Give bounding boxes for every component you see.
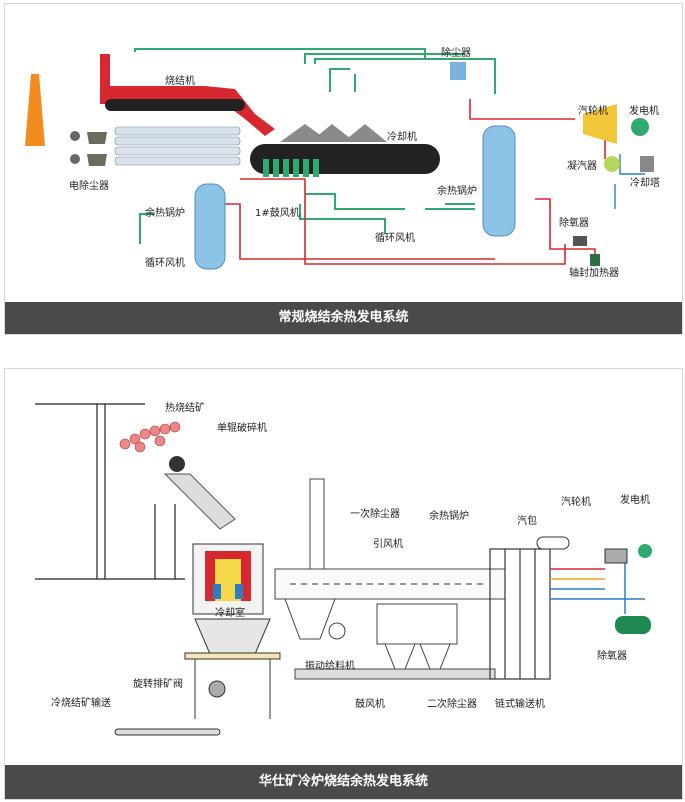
- primary-dust-cone: [284, 598, 336, 640]
- condenser: [604, 156, 620, 172]
- huashi-system-panel: 热烧结矿 单辊破碎机 一次除尘器 引风机 余热锅炉 汽包 汽轮机 发电机 冷却室…: [4, 368, 683, 800]
- waste-heat-boiler: [489, 548, 551, 680]
- crusher-roller: [169, 456, 185, 472]
- right-boiler: [482, 125, 516, 237]
- chimney: [25, 74, 45, 146]
- rotary-valve: [208, 680, 226, 698]
- green-pipes: [134, 48, 496, 244]
- electrostatic-precipitator: [70, 131, 107, 166]
- deaerator: [573, 236, 587, 246]
- label-blower: 鼓风机: [355, 697, 385, 710]
- label-waste-boiler: 余热锅炉: [429, 509, 469, 522]
- label-turbine: 汽轮机: [578, 104, 608, 117]
- label-primary-dust: 一次除尘器: [350, 507, 400, 520]
- label-turbine: 汽轮机: [561, 495, 591, 508]
- conventional-system-diagram: 烧结机 除尘器 冷却机 汽轮机 发电机 凝汽器 冷却塔 余热锅炉 除氧器 轴封加…: [25, 46, 660, 279]
- label-sinter: 烧结机: [165, 74, 195, 87]
- label-gland-heater: 轴封加热器: [569, 266, 619, 279]
- label-chain-conveyor: 链式输送机: [495, 697, 545, 710]
- label-vib-feeder: 振动给料机: [305, 659, 355, 672]
- chute: [163, 473, 236, 530]
- label-hot-ore: 热烧结矿: [165, 401, 205, 414]
- label-deaerator: 除氧器: [597, 649, 627, 662]
- steam-drum: [536, 536, 570, 550]
- deaerator: [615, 616, 651, 634]
- ore-bin: [194, 618, 271, 655]
- cooler-bins: [263, 159, 319, 177]
- label-dust-collector: 除尘器: [441, 46, 471, 59]
- label-circ-fan-mid: 循环风机: [375, 231, 415, 244]
- label-crusher: 单辊破碎机: [217, 421, 267, 434]
- crane-tower: [35, 403, 185, 580]
- blue-pipes: [614, 154, 645, 209]
- label-cooling-chamber: 冷却室: [215, 606, 245, 619]
- cooling-tower: [640, 156, 654, 172]
- label-deaerator: 除氧器: [559, 216, 589, 229]
- conventional-system-panel: 烧结机 除尘器 冷却机 汽轮机 发电机 凝汽器 冷却塔 余热锅炉 除氧器 轴封加…: [4, 3, 683, 335]
- cooler-hoods: [280, 124, 387, 142]
- steam-pipes: [550, 559, 645, 614]
- induced-fan: [328, 622, 346, 640]
- label-generator: 发电机: [629, 104, 659, 117]
- label-condenser: 凝汽器: [567, 159, 597, 172]
- dust-tubes: [114, 126, 241, 166]
- primary-dust-chimney: [309, 478, 325, 570]
- label-waste-boiler-right: 余热锅炉: [437, 184, 477, 197]
- hot-ore: [119, 421, 181, 453]
- cooling-chamber-blue: [213, 584, 221, 599]
- sinter-belt: [105, 99, 245, 111]
- cold-conveyor-belt: [114, 728, 221, 736]
- huashi-system-diagram: 热烧结矿 单辊破碎机 一次除尘器 引风机 余热锅炉 汽包 汽轮机 发电机 冷却室…: [35, 401, 652, 736]
- generator: [638, 544, 652, 558]
- turbine: [583, 104, 617, 144]
- cooling-chamber-blue-2: [235, 584, 243, 599]
- left-boiler: [194, 183, 226, 270]
- top-dust-collector: [450, 62, 466, 80]
- sinter-flue: [100, 54, 275, 136]
- label-electrostatic: 电除尘器: [69, 179, 109, 192]
- label-waste-boiler-left: 余热锅炉: [145, 206, 185, 219]
- conventional-system-caption: 常规烧结余热发电系统: [5, 302, 682, 334]
- label-cold-conveyor: 冷烧结矿输送: [51, 696, 111, 709]
- label-secondary-dust: 二次除尘器: [427, 697, 477, 710]
- huashi-system-caption: 华仕矿冷炉烧结余热发电系统: [5, 765, 682, 799]
- generator: [631, 118, 649, 136]
- label-generator: 发电机: [620, 493, 650, 506]
- label-induced-fan: 引风机: [373, 537, 403, 550]
- label-rotary-valve: 旋转排矿阀: [133, 677, 183, 690]
- label-circ-fan-left: 循环风机: [145, 256, 185, 269]
- label-cooling-tower: 冷却塔: [630, 176, 660, 189]
- label-drum: 汽包: [517, 514, 537, 527]
- label-blower: 1#鼓风机: [255, 206, 300, 219]
- chain-conveyor: [294, 668, 496, 680]
- secondary-dust: [376, 603, 458, 645]
- gland-heater: [590, 254, 600, 266]
- turbine: [604, 548, 628, 564]
- support-table: [184, 652, 281, 719]
- label-cooler: 冷却机: [387, 130, 417, 143]
